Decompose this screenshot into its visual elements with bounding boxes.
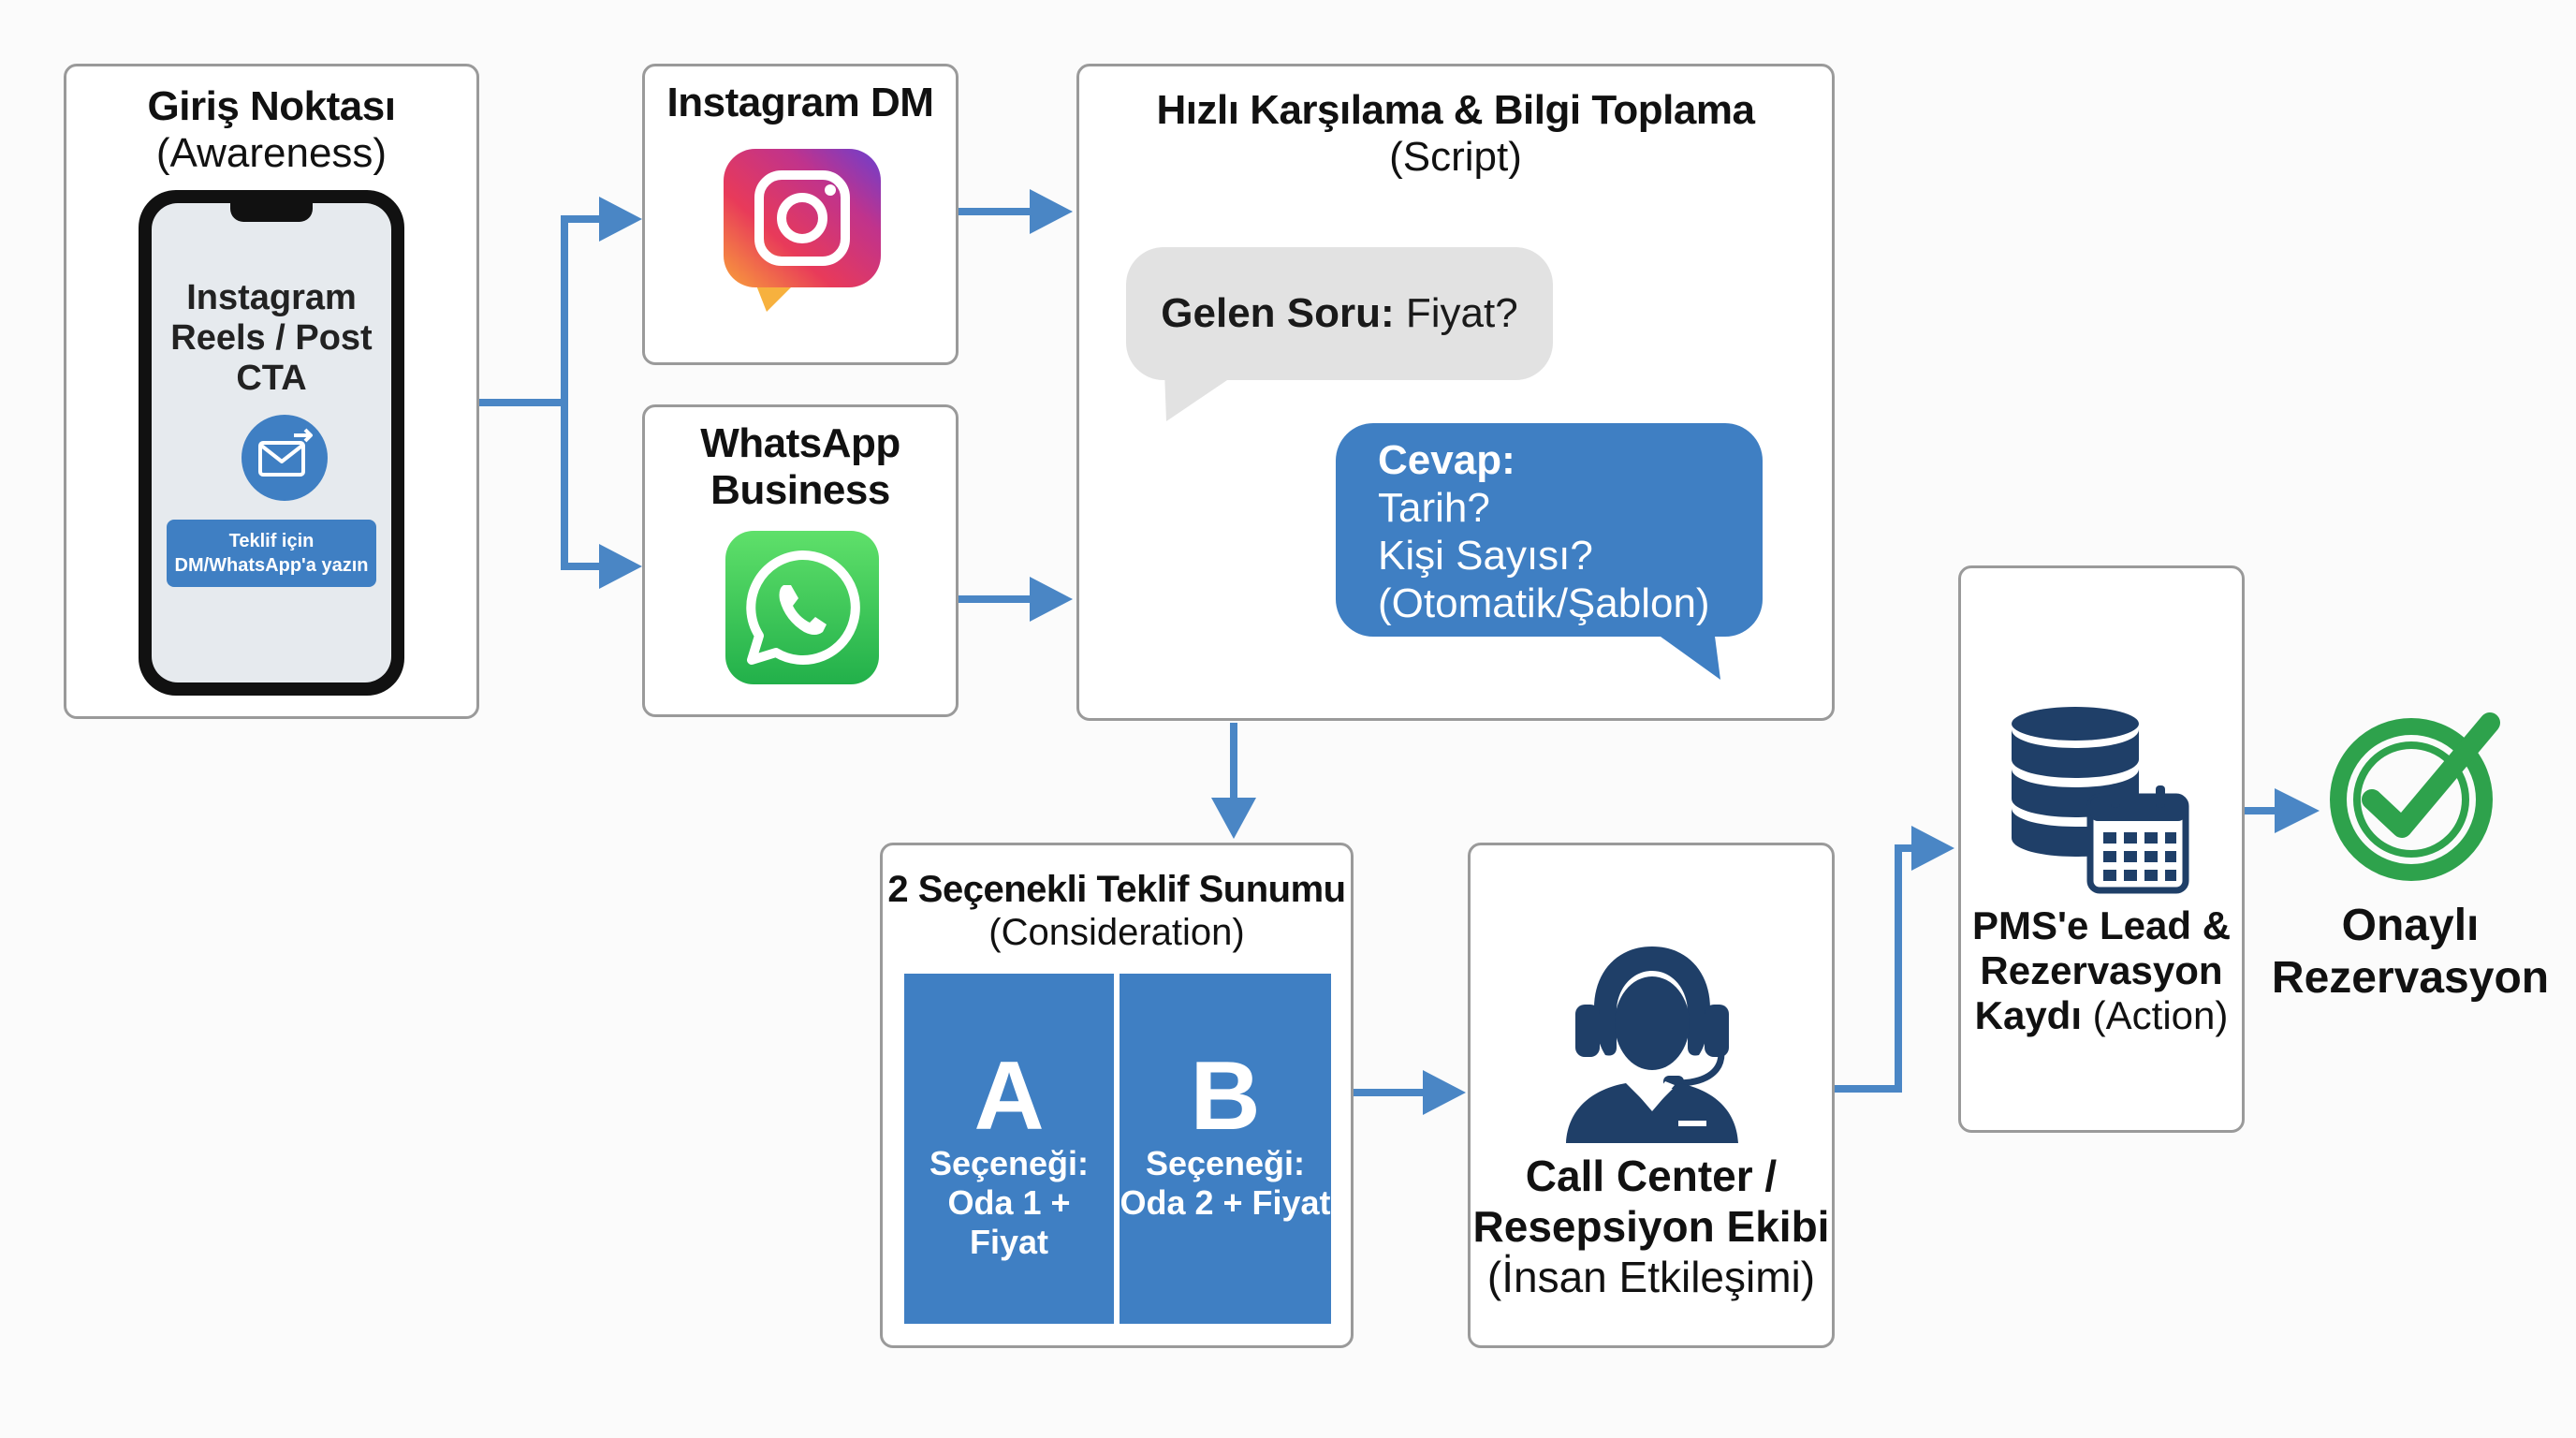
pms-line3-bold: Kaydı xyxy=(1974,993,2082,1037)
phone-caption-line: Instagram xyxy=(186,278,357,317)
answer-label: Cevap: xyxy=(1378,437,1515,483)
confirmed-line1: Onaylı xyxy=(2341,901,2480,950)
cta-line: Teklif için xyxy=(228,531,315,551)
arrow-entry-split xyxy=(479,215,625,406)
pms-line3-rest: (Action) xyxy=(2092,993,2229,1037)
phone-caption: Instagram Reels / Post CTA xyxy=(152,278,391,399)
script-subtitle: (Script) xyxy=(1389,134,1522,180)
question-label: Gelen Soru: xyxy=(1161,290,1395,336)
instagram-title: Instagram DM xyxy=(666,80,934,125)
pms-box: PMS'e Lead & Rezervasyon Kaydı (Action) xyxy=(1958,565,2245,1133)
option-line: Oda 1 + Fiyat xyxy=(947,1183,1071,1261)
phone-caption-line: Reels / Post xyxy=(170,318,373,358)
callcenter-line1: Call Center / xyxy=(1525,1152,1778,1200)
cta-button[interactable]: Teklif için DM/WhatsApp'a yazın xyxy=(167,520,376,587)
option-line: Seçeneği: xyxy=(1145,1144,1306,1182)
mail-icon xyxy=(242,415,328,501)
phone-caption-line: CTA xyxy=(236,359,307,398)
headset-agent-icon xyxy=(1566,946,1738,1143)
phone-notch xyxy=(230,203,313,222)
instagram-dm-box: Instagram DM xyxy=(642,64,959,365)
answer-line: Kişi Sayısı? xyxy=(1378,533,1593,579)
callcenter-box: Call Center / Resepsiyon Ekibi (İnsan Et… xyxy=(1468,843,1835,1348)
question-bubble: Gelen Soru: Fiyat? xyxy=(1126,247,1553,380)
offer-subtitle: (Consideration) xyxy=(988,912,1245,953)
callcenter-line2: Resepsiyon Ekibi xyxy=(1472,1202,1830,1251)
check-circle-icon xyxy=(2330,712,2500,881)
cta-line: DM/WhatsApp'a yazın xyxy=(174,555,369,576)
answer-line: (Otomatik/Şablon) xyxy=(1378,580,1710,626)
pms-line2: Rezervasyon xyxy=(1980,948,2223,992)
entry-title: Giriş Noktası xyxy=(147,83,396,129)
entry-subtitle: (Awareness) xyxy=(155,130,388,176)
answer-bubble: Cevap: Tarih? Kişi Sayısı? (Otomatik/Şab… xyxy=(1336,423,1763,637)
whatsapp-title-line1: WhatsApp xyxy=(700,420,900,466)
pms-line1: PMS'e Lead & xyxy=(1971,903,2232,947)
pms-line3: Kaydı (Action) xyxy=(1961,993,2242,1038)
option-line: Oda 2 + Fiyat xyxy=(1120,1183,1331,1222)
option-label: Seçeneği: Oda 1 + Fiyat xyxy=(904,1144,1114,1262)
question-text: Fiyat? xyxy=(1405,290,1518,336)
option-letter: A xyxy=(973,1042,1045,1151)
answer-line: Tarih? xyxy=(1378,485,1490,531)
whatsapp-business-box: WhatsApp Business xyxy=(642,404,959,717)
callcenter-line3: (İnsan Etkileşimi) xyxy=(1486,1253,1816,1301)
calendar-icon xyxy=(2086,785,2189,894)
phone-screen: Instagram Reels / Post CTA Teklif için D… xyxy=(152,203,391,682)
option-label: Seçeneği: Oda 2 + Fiyat xyxy=(1120,1144,1331,1223)
offer-title: 2 Seçenekli Teklif Sunumu xyxy=(887,869,1346,910)
whatsapp-title-line2: Business xyxy=(710,467,890,513)
smartphone-icon: Instagram Reels / Post CTA Teklif için D… xyxy=(139,190,404,696)
option-line: Seçeneği: xyxy=(929,1144,1090,1182)
script-title: Hızlı Karşılama & Bilgi Toplama xyxy=(1156,87,1755,133)
option-b-card: B Seçeneği: Oda 2 + Fiyat xyxy=(1120,974,1331,1324)
whatsapp-icon xyxy=(725,531,879,684)
instagram-icon xyxy=(724,149,881,312)
option-a-card: A Seçeneği: Oda 1 + Fiyat xyxy=(904,974,1114,1324)
confirmed-line2: Rezervasyon xyxy=(2271,953,2550,1003)
option-letter: B xyxy=(1190,1042,1261,1151)
